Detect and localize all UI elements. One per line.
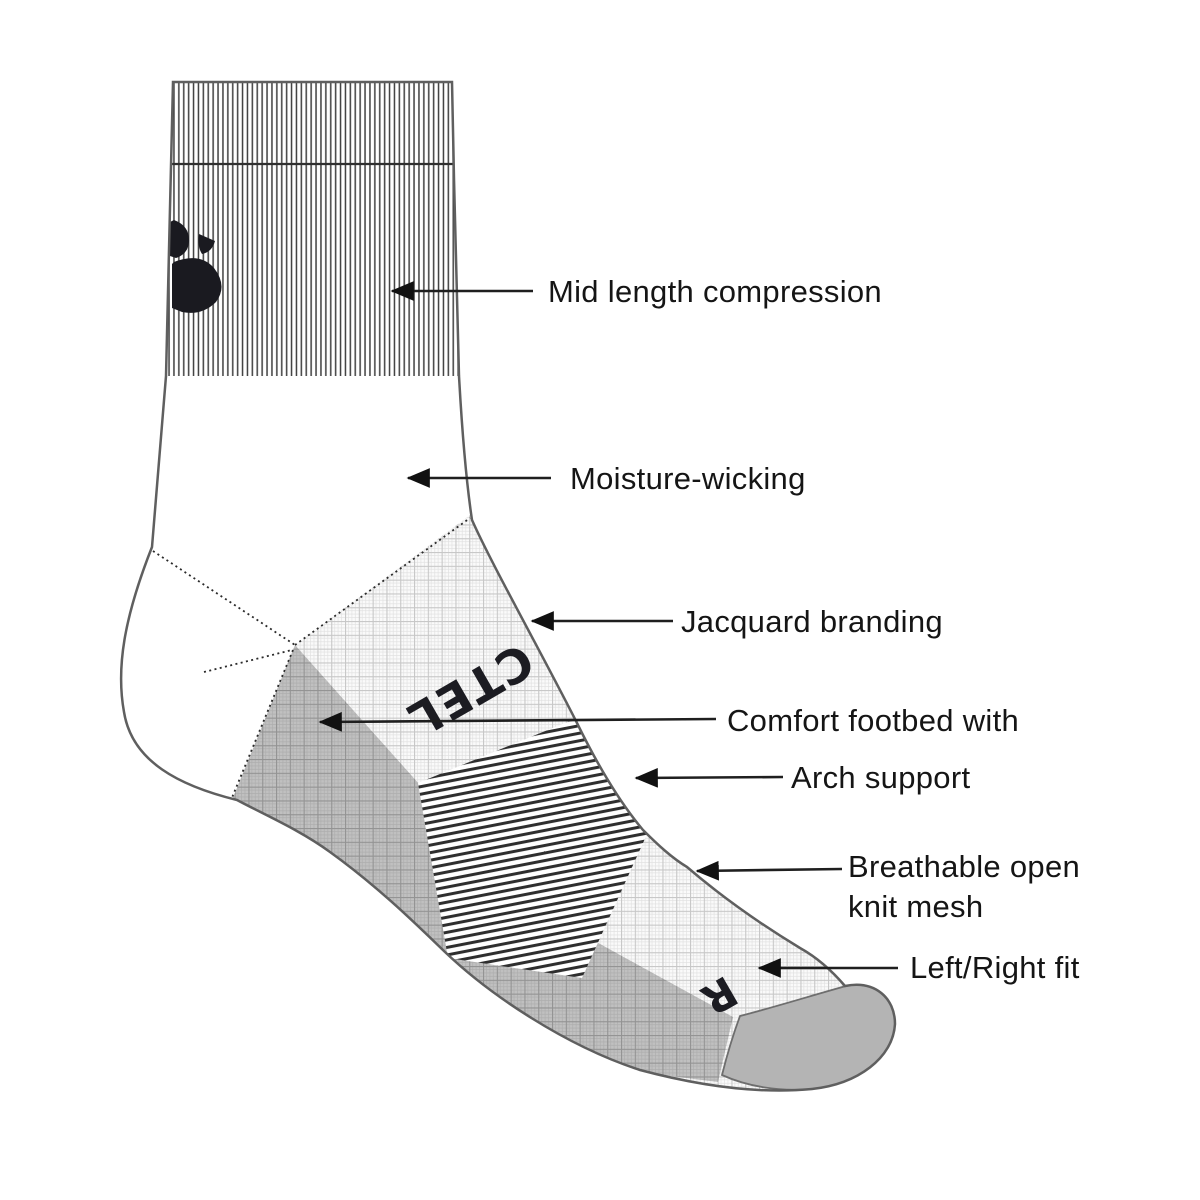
arch-band-region — [418, 718, 648, 978]
callout-mid-length-compression: Mid length compression — [390, 274, 882, 309]
cuff-rib-region — [155, 82, 467, 376]
brand-logo — [170, 220, 222, 313]
callout-arrow-footbed — [318, 711, 717, 732]
callout-label-jacquard: Jacquard branding — [681, 604, 943, 639]
callout-label-mesh-line1: Breathable open — [848, 849, 1080, 884]
heel-panel-region — [230, 645, 455, 975]
heel-gusset-dotted-line-upper — [152, 550, 296, 646]
callout-label-mesh-line2: knit mesh — [848, 889, 983, 924]
callout-label-moisture: Moisture-wicking — [570, 461, 806, 496]
callout-moisture-wicking: Moisture-wicking — [406, 461, 806, 496]
callout-breathable-mesh: Breathable open knit mesh — [695, 849, 1080, 924]
heel-panel-dotted-edge — [230, 649, 294, 801]
callout-jacquard-branding: Jacquard branding — [530, 604, 943, 639]
sock-outline — [119, 80, 897, 1092]
callout-arch-support: Arch support — [634, 760, 970, 795]
callout-left-right-fit: Left/Right fit — [757, 950, 1080, 985]
callout-arrow-arch — [634, 767, 784, 788]
callout-label-footbed: Comfort footbed with — [727, 703, 1019, 738]
callout-label-fit: Left/Right fit — [910, 950, 1080, 985]
callout-arrow-mesh — [695, 860, 843, 881]
callout-label-arch: Arch support — [791, 760, 970, 795]
instep-dotted-line — [294, 517, 471, 646]
callout-comfort-footbed: Comfort footbed with — [318, 703, 1019, 738]
callout-label-compression: Mid length compression — [548, 274, 882, 309]
